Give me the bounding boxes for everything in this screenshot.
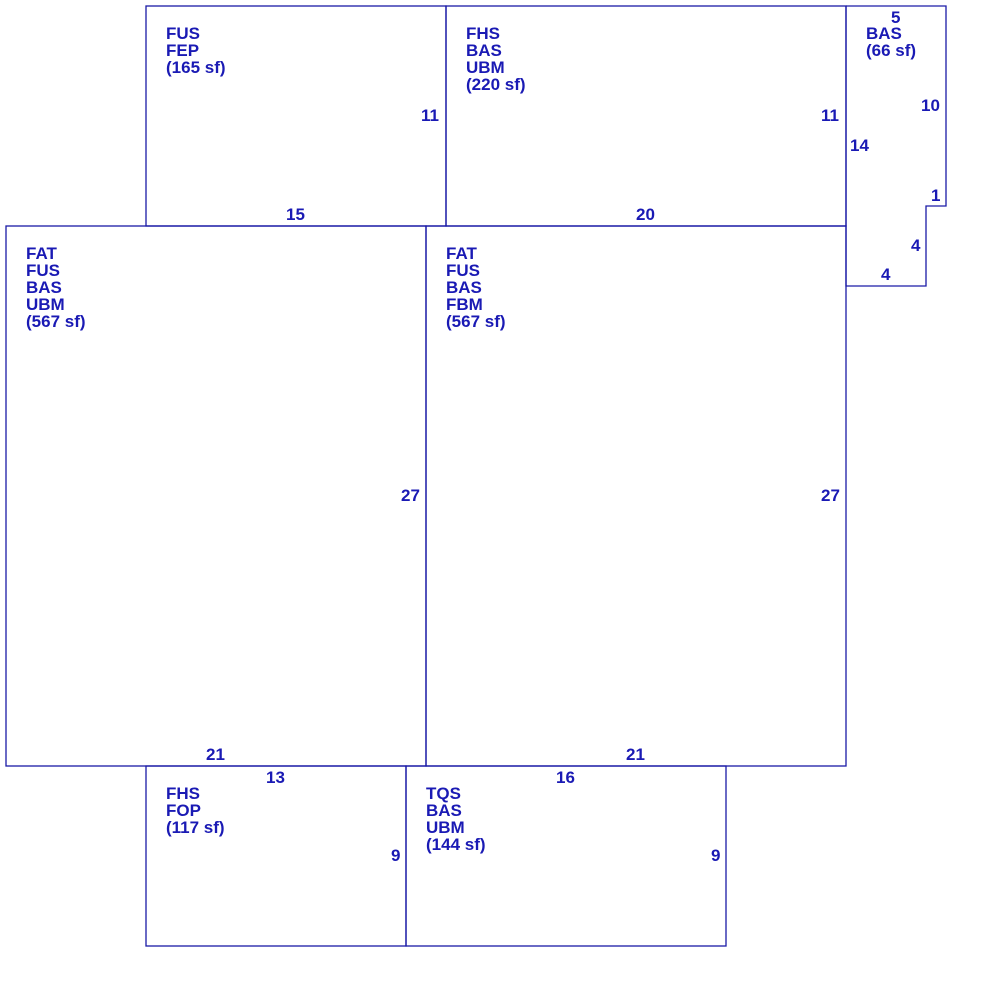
area-code: UBM	[466, 58, 505, 77]
area-code: FBM	[446, 295, 483, 314]
area-code: BAS	[426, 801, 462, 820]
area-code: UBM	[26, 295, 65, 314]
area-label-bas-small: BAS (66 sf)	[866, 25, 916, 59]
dimension-label: 21	[206, 745, 225, 764]
area-code: FEP	[166, 41, 200, 60]
area-label-fus-fep: FUS FEP (165 sf)	[166, 25, 226, 76]
dimension-label: 21	[626, 745, 645, 764]
dimension-label: 9	[711, 846, 721, 865]
area-size: (66 sf)	[866, 41, 917, 60]
area-size: (117 sf)	[166, 818, 225, 837]
area-code: FOP	[166, 801, 201, 820]
area-label-fat-fus-bas-fbm: FAT FUS BAS FBM (567 sf)	[446, 245, 506, 330]
dimension-label: 10	[921, 96, 940, 115]
dimension-label: 11	[421, 106, 439, 125]
area-code: UBM	[426, 818, 465, 837]
dimension-label: 4	[881, 265, 891, 284]
area-code: FHS	[166, 784, 200, 803]
dimension-label: 5	[891, 8, 901, 27]
dimension-label: 20	[636, 205, 655, 224]
dimension-label: 14	[850, 136, 869, 155]
dimension-label: 1	[931, 186, 941, 205]
area-size: (567 sf)	[26, 312, 86, 331]
area-code: BAS	[446, 278, 482, 297]
area-label-fat-fus-bas-ubm: FAT FUS BAS UBM (567 sf)	[26, 245, 86, 330]
area-size: (144 sf)	[426, 835, 486, 854]
dimension-label: 13	[266, 768, 285, 787]
dimension-label: 15	[286, 205, 305, 224]
area-code: FHS	[466, 24, 500, 43]
area-code: FAT	[446, 244, 477, 263]
area-code: BAS	[26, 278, 62, 297]
area-label-fhs-fop: FHS FOP (117 sf)	[166, 785, 225, 836]
area-code: FAT	[26, 244, 57, 263]
dimension-label: 4	[911, 236, 921, 255]
area-code: TQS	[426, 784, 461, 803]
area-size: (567 sf)	[446, 312, 506, 331]
dimension-label: 27	[401, 486, 420, 505]
area-code: BAS	[466, 41, 502, 60]
area-code: FUS	[166, 24, 200, 43]
area-size: (220 sf)	[466, 75, 526, 94]
area-label-tqs-bas-ubm: TQS BAS UBM (144 sf)	[426, 785, 486, 853]
tqs-bas-ubm-outline	[405, 765, 727, 947]
area-code: BAS	[866, 24, 902, 43]
dimension-label: 9	[391, 846, 401, 865]
area-size: (165 sf)	[166, 58, 226, 77]
dimension-label: 16	[556, 768, 575, 787]
area-label-fhs-bas-ubm: FHS BAS UBM (220 sf)	[466, 25, 526, 93]
area-code: FUS	[26, 261, 60, 280]
dimension-label: 11	[821, 106, 839, 125]
area-code: FUS	[446, 261, 480, 280]
dimension-label: 27	[821, 486, 840, 505]
